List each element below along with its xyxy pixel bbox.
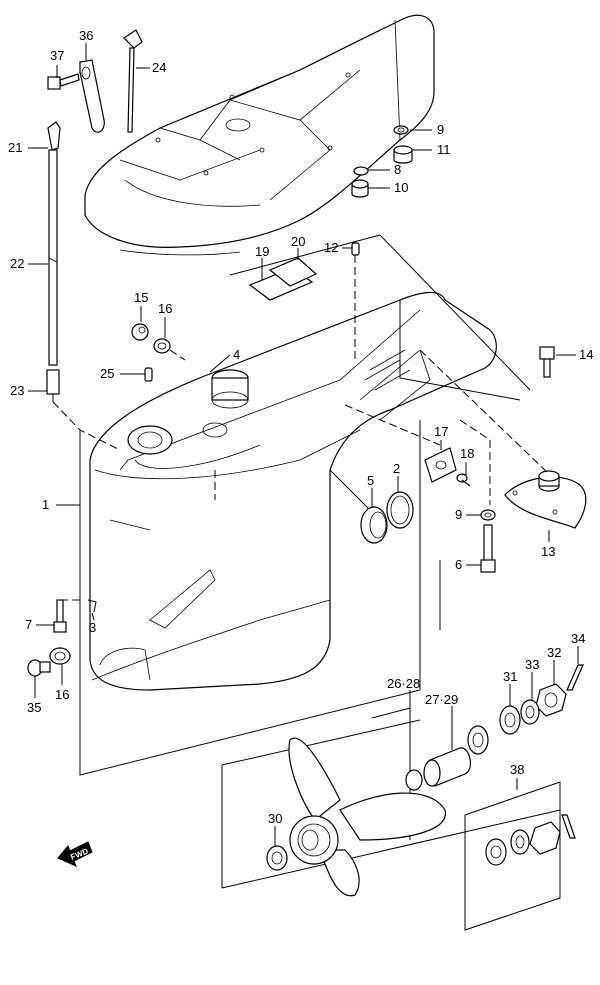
rod-assembly — [46, 121, 61, 402]
label-13: 13 — [541, 544, 555, 559]
bolt-7 — [53, 599, 67, 633]
label-31: 31 — [503, 669, 517, 684]
plug-35 — [27, 659, 51, 677]
label-20: 20 — [291, 234, 305, 249]
label-27-29: 27·29 — [425, 692, 458, 707]
label-16-top: 16 — [158, 301, 172, 316]
label-37: 37 — [50, 48, 64, 63]
label-3: 3 — [89, 620, 96, 635]
label-17: 17 — [434, 424, 448, 439]
spacer-30 — [266, 845, 288, 871]
label-2: 2 — [393, 461, 400, 476]
bushing-27-29 — [405, 747, 472, 791]
label-6: 6 — [455, 557, 462, 572]
washer-right-29 — [467, 725, 489, 755]
label-10: 10 — [394, 180, 408, 195]
frame-lines — [52, 234, 561, 931]
label-38: 38 — [510, 762, 524, 777]
bolt-14 — [539, 346, 555, 378]
washer-9-right — [480, 509, 496, 521]
label-35: 35 — [27, 700, 41, 715]
label-1: 1 — [42, 497, 49, 512]
label-23: 23 — [10, 383, 24, 398]
label-15: 15 — [134, 290, 148, 305]
tie-24 — [123, 29, 143, 133]
label-34: 34 — [571, 631, 585, 646]
plate-19-20 — [248, 257, 318, 301]
seal-5 — [360, 506, 388, 544]
nut-32 — [535, 683, 567, 717]
label-25: 25 — [100, 366, 114, 381]
leader-lines — [28, 43, 579, 846]
bolt-37 — [47, 73, 80, 90]
bolt-6 — [480, 524, 496, 573]
label-9-right: 9 — [455, 507, 462, 522]
pin-12 — [351, 242, 360, 256]
pin-3 — [87, 599, 97, 613]
block-17 — [424, 447, 457, 483]
label-32: 32 — [547, 645, 561, 660]
label-26-28: 26·28 — [387, 676, 420, 691]
label-11: 11 — [437, 142, 451, 157]
label-8: 8 — [394, 162, 401, 177]
label-4: 4 — [233, 347, 240, 362]
kit-38 — [485, 814, 576, 866]
label-19: 19 — [255, 244, 269, 259]
label-7: 7 — [25, 617, 32, 632]
washer-33 — [520, 699, 540, 725]
screw-18 — [456, 473, 471, 487]
nut-10 — [351, 179, 369, 198]
bushing-11 — [393, 145, 413, 164]
washer-16-low — [49, 647, 71, 665]
label-36: 36 — [79, 28, 93, 43]
label-18: 18 — [460, 446, 474, 461]
label-16-low: 16 — [55, 687, 69, 702]
washer-16 — [153, 338, 171, 354]
fwd-label: FWD — [69, 847, 89, 862]
propeller — [288, 737, 446, 897]
plug-15 — [131, 323, 149, 341]
clip-36 — [79, 59, 105, 133]
washer-8 — [353, 166, 369, 176]
washer-31 — [499, 705, 521, 735]
label-30: 30 — [268, 811, 282, 826]
fwd-arrow-icon: FWD — [57, 841, 93, 867]
washer-9-top — [393, 125, 409, 135]
label-5: 5 — [367, 473, 374, 488]
seal-2 — [386, 491, 414, 529]
label-14: 14 — [579, 347, 593, 362]
cotter-pin-34 — [566, 664, 584, 691]
label-21: 21 — [8, 140, 22, 155]
label-9-top: 9 — [437, 122, 444, 137]
gear-case-housing — [89, 291, 497, 691]
anode-13 — [504, 470, 587, 529]
label-33: 33 — [525, 657, 539, 672]
label-12: 12 — [324, 240, 338, 255]
upper-cover — [84, 14, 435, 256]
label-24: 24 — [152, 60, 166, 75]
part-labels: 37 36 24 9 11 21 8 10 20 19 12 22 15 16 … — [8, 28, 593, 826]
label-22: 22 — [10, 256, 24, 271]
